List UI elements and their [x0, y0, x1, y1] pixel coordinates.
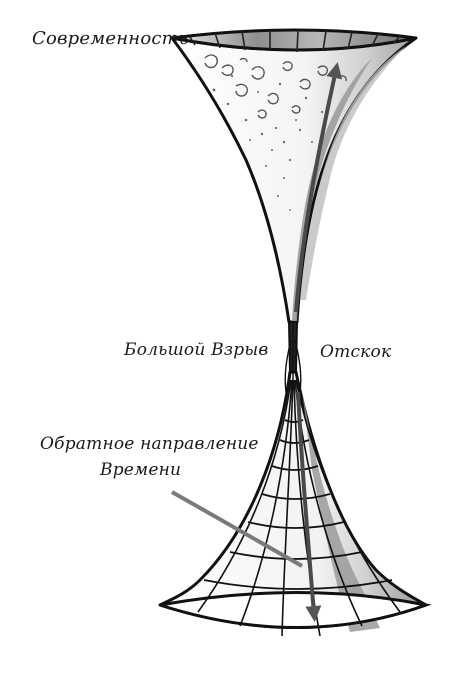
- reverse-time-pointer: [171, 490, 303, 568]
- label-big-bang: Большой Взрыв: [124, 340, 269, 360]
- bottom-rim: [159, 591, 432, 629]
- top-rim: [171, 28, 417, 52]
- downward-arrow: [296, 391, 322, 622]
- label-reverse-time-line1: Обратное направление: [40, 434, 259, 454]
- label-reverse-time-line2: Времени: [100, 460, 182, 480]
- lower-shading: [302, 390, 380, 632]
- galaxies: [204, 54, 347, 119]
- label-bounce: Отскок: [320, 342, 392, 362]
- upper-funnel: [170, 36, 418, 324]
- upward-arrow: [294, 62, 343, 313]
- grid-rings: [203, 419, 393, 590]
- label-modernity: Современность: [32, 28, 189, 49]
